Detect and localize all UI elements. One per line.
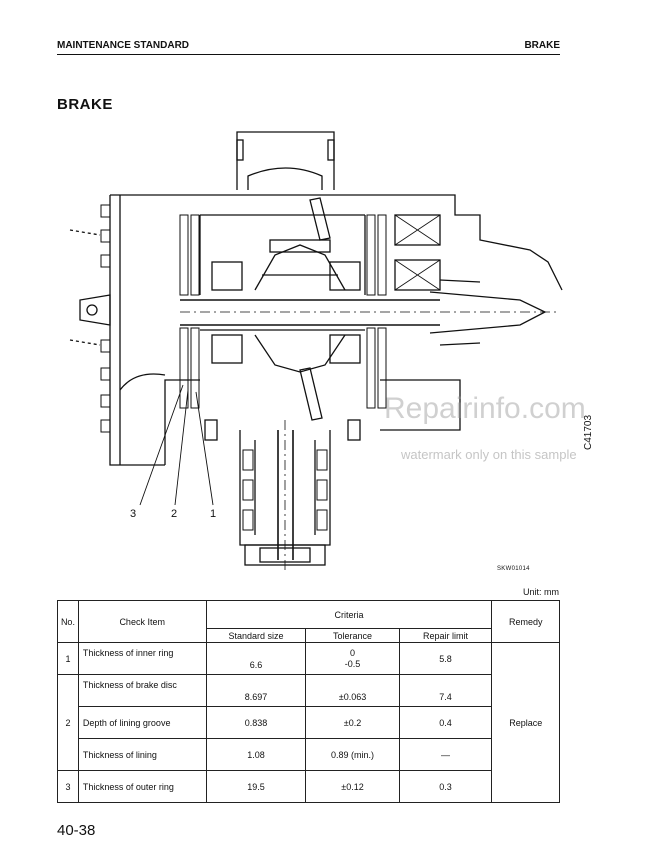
table-subheader-row: Standard size Tolerance Repair limit [58, 628, 560, 643]
row-tolerance: 0-0.5 [305, 642, 400, 675]
subheader-standard: Standard size [205, 628, 307, 643]
table-header-row: No. Check Item Criteria Remedy [57, 600, 560, 643]
row-item: Thickness of brake disc [77, 674, 207, 707]
header-section: MAINTENANCE STANDARD [57, 40, 190, 51]
page-header: MAINTENANCE STANDARD BRAKE [57, 40, 560, 55]
row-no [57, 674, 79, 707]
table-row: Thickness of lining 1.08 0.89 (min.) — [57, 738, 560, 771]
row-no: 3 [57, 770, 79, 803]
tolerance-lower: -0.5 [344, 658, 361, 669]
row-repair: 7.4 [398, 674, 493, 707]
page-title: BRAKE [57, 96, 113, 113]
page-number: 40-38 [57, 822, 96, 839]
remedy-cell: Replace [491, 642, 560, 803]
row-tolerance: 0.89 (min.) [305, 738, 400, 771]
callout-2: 2 [171, 508, 178, 520]
subheader-repair: Repair limit [398, 628, 493, 643]
spec-table: No. Check Item Criteria Remedy Standard … [57, 600, 560, 803]
header-topic: BRAKE [524, 40, 560, 51]
unit-label: Unit: mm [523, 587, 559, 597]
row-standard: 8.697 [205, 674, 307, 707]
tolerance-upper: 0 [350, 647, 356, 658]
row-repair: 0.4 [398, 706, 493, 739]
row-tolerance: ±0.063 [305, 674, 400, 707]
row-repair: — [398, 738, 493, 771]
row-item: Thickness of inner ring [77, 642, 207, 675]
watermark-site: Repairinfo.com [384, 392, 586, 425]
watermark-note: watermark only on this sample [401, 447, 577, 462]
row-no [57, 738, 79, 771]
header-remedy: Remedy [491, 600, 560, 643]
row-item: Thickness of outer ring [77, 770, 207, 803]
table-row: 2 Depth of lining groove 0.838 ±0.2 0.4 [57, 706, 560, 739]
brake-cross-section-drawing [69, 131, 563, 570]
row-standard: 0.838 [205, 706, 307, 739]
header-check-item: Check Item [77, 600, 207, 643]
callout-1: 1 [210, 508, 217, 520]
row-item: Depth of lining groove [77, 706, 207, 739]
subheader-tolerance: Tolerance [305, 628, 400, 643]
row-tolerance: ±0.2 [305, 706, 400, 739]
row-standard: 6.6 [205, 642, 307, 675]
row-repair: 5.8 [398, 642, 493, 675]
row-item: Thickness of lining [77, 738, 207, 771]
row-no: 2 [57, 706, 79, 739]
table-row: 1 Thickness of inner ring 6.6 0-0.5 5.8 … [57, 642, 560, 803]
header-no: No. [57, 600, 79, 643]
row-standard: 19.5 [205, 770, 307, 803]
row-no: 1 [57, 642, 79, 675]
header-criteria: Criteria [205, 600, 493, 629]
figure-code: SKW01014 [497, 566, 530, 572]
row-repair: 0.3 [398, 770, 493, 803]
table-row: 3 Thickness of outer ring 19.5 ±0.12 0.3 [57, 770, 560, 803]
row-standard: 1.08 [205, 738, 307, 771]
table-row: Thickness of brake disc 8.697 ±0.063 7.4 [57, 674, 560, 707]
row-tolerance: ±0.12 [305, 770, 400, 803]
callout-3: 3 [130, 508, 137, 520]
